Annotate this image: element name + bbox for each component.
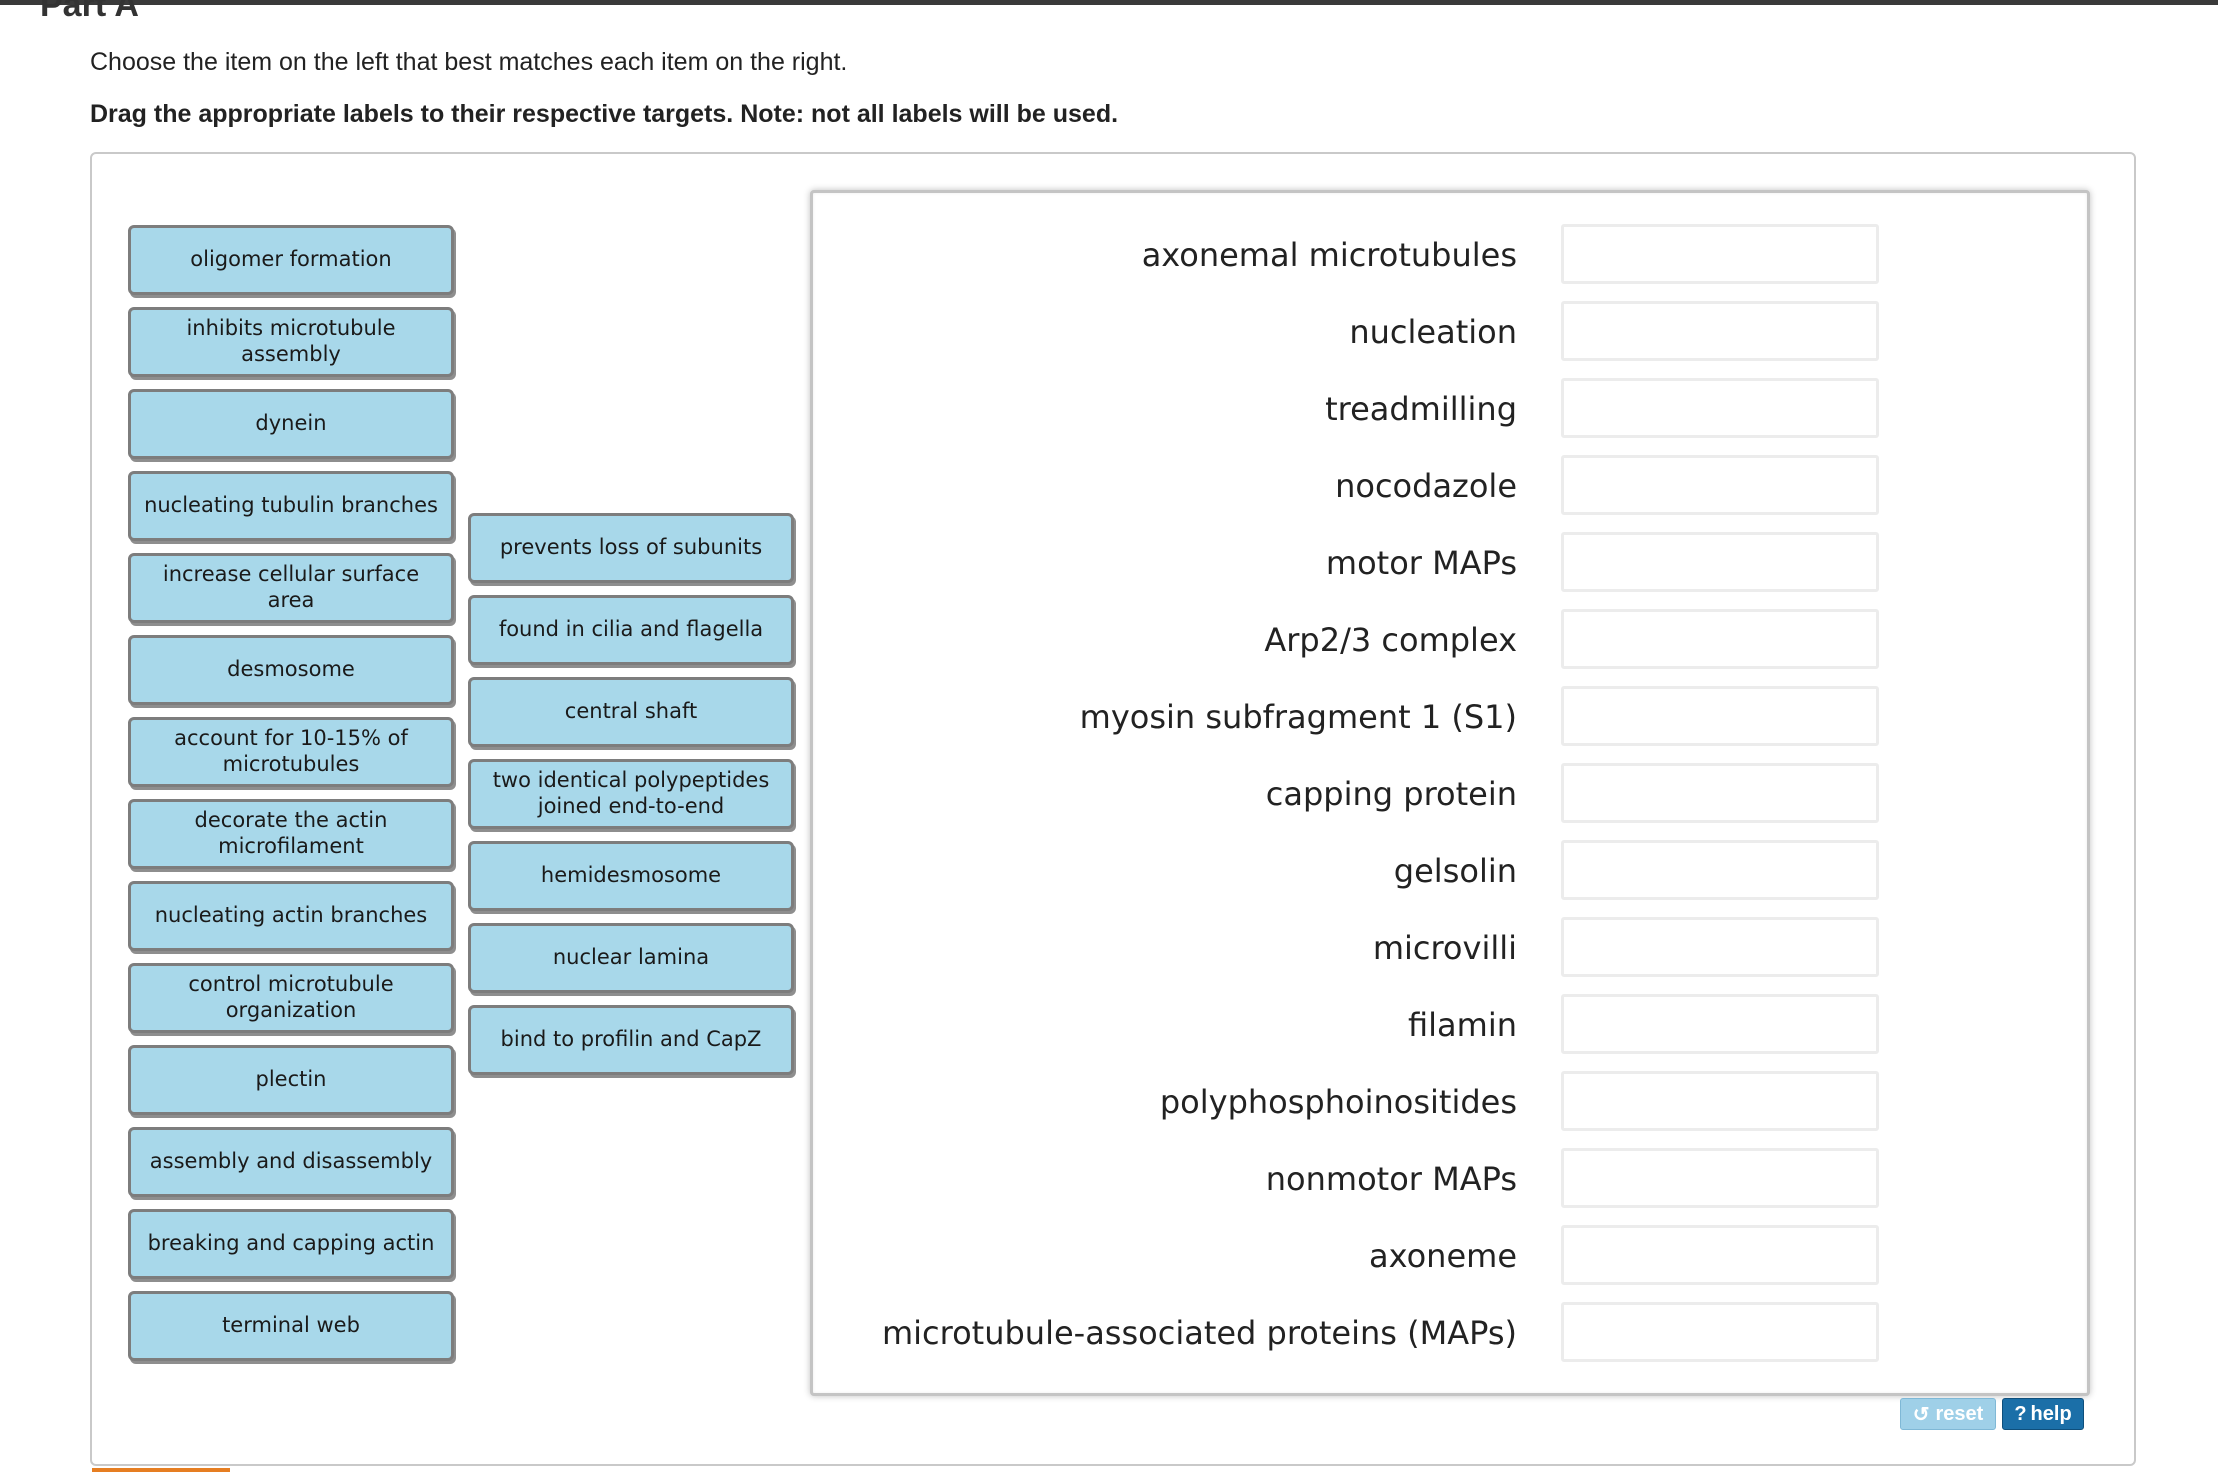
target-row: treadmilling (813, 378, 2087, 440)
target-term: myosin subfragment 1 (S1) (1079, 698, 1517, 736)
drop-target[interactable] (1561, 532, 1879, 592)
target-term: Arp2/3 complex (1264, 621, 1517, 659)
drop-target[interactable] (1561, 301, 1879, 361)
undo-arrow-icon: ↺ (1912, 1403, 1930, 1426)
drop-target[interactable] (1561, 455, 1879, 515)
draggable-label[interactable]: control microtubule organization (128, 963, 454, 1033)
targets-panel: axonemal microtubules nucleation treadmi… (810, 190, 2090, 1396)
draggable-label[interactable]: hemidesmosome (468, 841, 794, 911)
drop-target[interactable] (1561, 1148, 1879, 1208)
target-row: Arp2/3 complex (813, 609, 2087, 671)
target-row: gelsolin (813, 840, 2087, 902)
target-row: axonemal microtubules (813, 224, 2087, 286)
help-button[interactable]: ? help (2002, 1398, 2084, 1430)
target-row: polyphosphoinositides (813, 1071, 2087, 1133)
target-row: capping protein (813, 763, 2087, 825)
reset-button[interactable]: ↺ reset (1900, 1398, 1996, 1430)
drop-target[interactable] (1561, 686, 1879, 746)
target-term: nucleation (1349, 313, 1517, 351)
target-term: motor MAPs (1325, 544, 1517, 582)
target-row: microtubule-associated proteins (MAPs) (813, 1302, 2087, 1364)
target-term: treadmilling (1325, 390, 1517, 428)
drop-target[interactable] (1561, 224, 1879, 284)
question-mark-icon: ? (2014, 1402, 2027, 1425)
draggable-label[interactable]: found in cilia and flagella (468, 595, 794, 665)
top-border (0, 0, 2218, 5)
draggable-label[interactable]: nucleating actin branches (128, 881, 454, 951)
draggable-label[interactable]: prevents loss of subunits (468, 513, 794, 583)
draggable-label[interactable]: account for 10-15% of microtubules (128, 717, 454, 787)
draggable-label[interactable]: desmosome (128, 635, 454, 705)
target-row: myosin subfragment 1 (S1) (813, 686, 2087, 748)
target-term: gelsolin (1393, 852, 1517, 890)
target-term: microvilli (1372, 929, 1517, 967)
drop-target[interactable] (1561, 840, 1879, 900)
draggable-label[interactable]: terminal web (128, 1291, 454, 1361)
draggable-label[interactable]: nuclear lamina (468, 923, 794, 993)
drop-target[interactable] (1561, 763, 1879, 823)
drop-target[interactable] (1561, 609, 1879, 669)
part-title: Part A (40, 0, 139, 24)
target-term: nocodazole (1335, 467, 1517, 505)
draggable-label[interactable]: two identical polypeptides joined end-to… (468, 759, 794, 829)
drop-target[interactable] (1561, 994, 1879, 1054)
draggable-label[interactable]: inhibits microtubule assembly (128, 307, 454, 377)
target-term: filamin (1408, 1006, 1517, 1044)
draggable-label[interactable]: oligomer formation (128, 225, 454, 295)
target-term: nonmotor MAPs (1265, 1160, 1517, 1198)
target-term: polyphosphoinositides (1159, 1083, 1517, 1121)
draggable-label[interactable]: breaking and capping actin (128, 1209, 454, 1279)
target-row: nucleation (813, 301, 2087, 363)
help-label: help (2030, 1402, 2072, 1425)
draggable-label[interactable]: bind to profilin and CapZ (468, 1005, 794, 1075)
instruction-text: Choose the item on the left that best ma… (90, 48, 848, 76)
reset-label: reset (1935, 1402, 1984, 1425)
target-term: microtubule-associated proteins (MAPs) (881, 1314, 1517, 1352)
draggable-label[interactable]: central shaft (468, 677, 794, 747)
drop-target[interactable] (1561, 917, 1879, 977)
draggable-label[interactable]: assembly and disassembly (128, 1127, 454, 1197)
draggable-label[interactable]: plectin (128, 1045, 454, 1115)
drop-target[interactable] (1561, 378, 1879, 438)
target-term: axonemal microtubules (1141, 236, 1517, 274)
target-row: axoneme (813, 1225, 2087, 1287)
target-row: motor MAPs (813, 532, 2087, 594)
draggable-label[interactable]: nucleating tubulin branches (128, 471, 454, 541)
target-row: nocodazole (813, 455, 2087, 517)
drop-target[interactable] (1561, 1225, 1879, 1285)
draggable-label[interactable]: decorate the actin microfilament (128, 799, 454, 869)
draggable-label[interactable]: dynein (128, 389, 454, 459)
drop-target[interactable] (1561, 1071, 1879, 1131)
target-row: nonmotor MAPs (813, 1148, 2087, 1210)
drop-target[interactable] (1561, 1302, 1879, 1362)
draggable-label[interactable]: increase cellular surface area (128, 553, 454, 623)
target-row: microvilli (813, 917, 2087, 979)
instruction-bold-text: Drag the appropriate labels to their res… (90, 100, 1119, 128)
target-row: filamin (813, 994, 2087, 1056)
target-term: capping protein (1265, 775, 1517, 813)
target-term: axoneme (1369, 1237, 1517, 1275)
submit-bar-edge (92, 1468, 230, 1472)
